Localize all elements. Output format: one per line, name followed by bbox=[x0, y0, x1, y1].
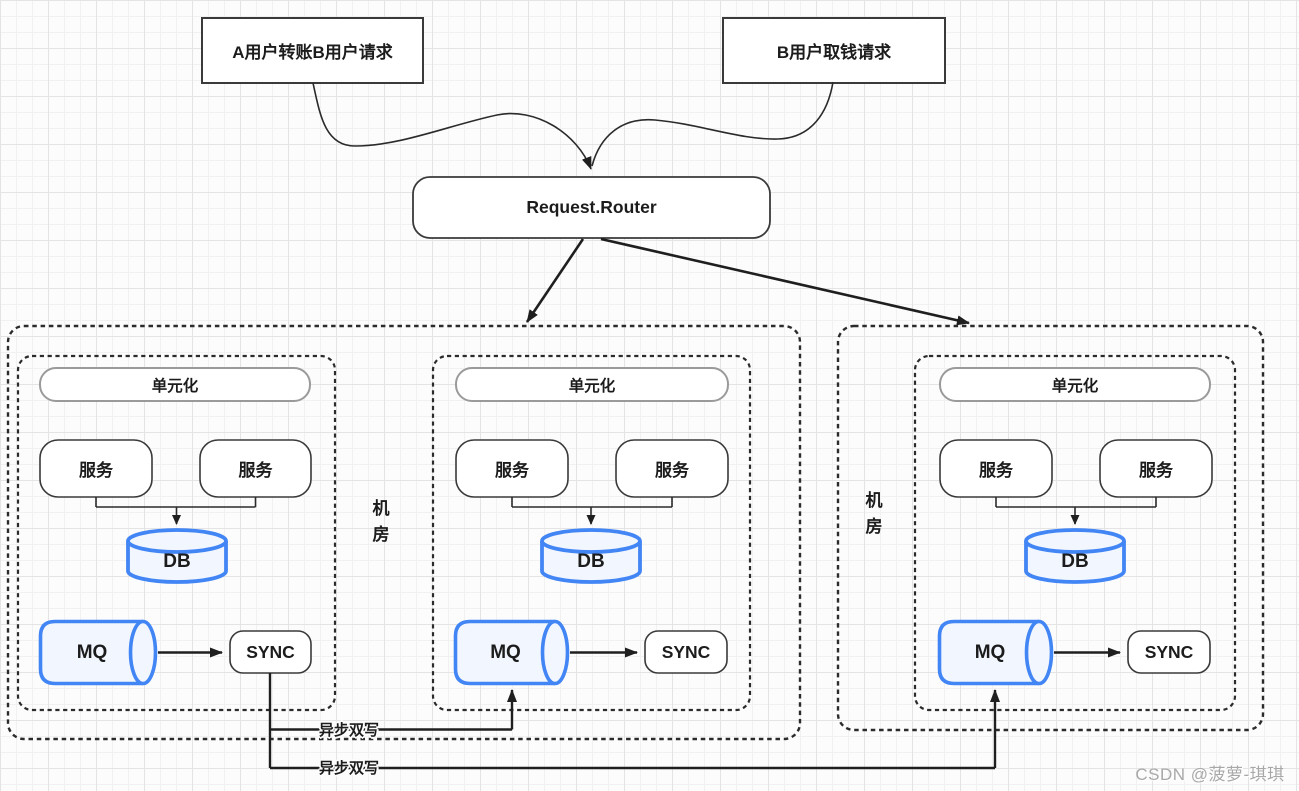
unitization-pill bbox=[39, 367, 311, 402]
withdraw-to-router-connector bbox=[591, 81, 834, 167]
transfer-request-box bbox=[201, 17, 424, 84]
unit-2-container bbox=[431, 354, 752, 712]
unitization-pill bbox=[939, 367, 1211, 402]
service-box bbox=[455, 439, 569, 498]
datacenter-1-container bbox=[6, 324, 802, 741]
service-box bbox=[199, 439, 312, 498]
sync-box bbox=[644, 630, 728, 674]
router-to-datacenter-1-arrow bbox=[525, 238, 585, 323]
unitization-pill bbox=[455, 367, 729, 402]
unit-1-container bbox=[16, 354, 337, 712]
mq-cylinder bbox=[937, 619, 1054, 686]
services-to-db-connector-2 bbox=[511, 497, 673, 525]
sync-box bbox=[229, 630, 312, 674]
db-cylinder bbox=[126, 528, 228, 584]
service-box bbox=[939, 439, 1053, 498]
services-to-db-connector-3 bbox=[995, 497, 1157, 525]
services-to-db-connector-1 bbox=[95, 497, 257, 525]
service-box bbox=[39, 439, 153, 498]
mq-cylinder bbox=[38, 619, 158, 686]
mq-cylinder bbox=[453, 619, 570, 686]
db-cylinder bbox=[540, 528, 642, 584]
db-cylinder bbox=[1024, 528, 1126, 584]
request-router-box bbox=[412, 176, 771, 239]
withdraw-request-box bbox=[722, 17, 946, 84]
service-box bbox=[1099, 439, 1213, 498]
unit-3-container bbox=[913, 354, 1237, 712]
async-write-connectors bbox=[268, 673, 1000, 770]
service-box bbox=[615, 439, 729, 498]
router-to-datacenter-2-arrow bbox=[600, 237, 970, 326]
sync-box bbox=[1127, 630, 1211, 674]
transfer-to-router-connector bbox=[312, 82, 592, 170]
